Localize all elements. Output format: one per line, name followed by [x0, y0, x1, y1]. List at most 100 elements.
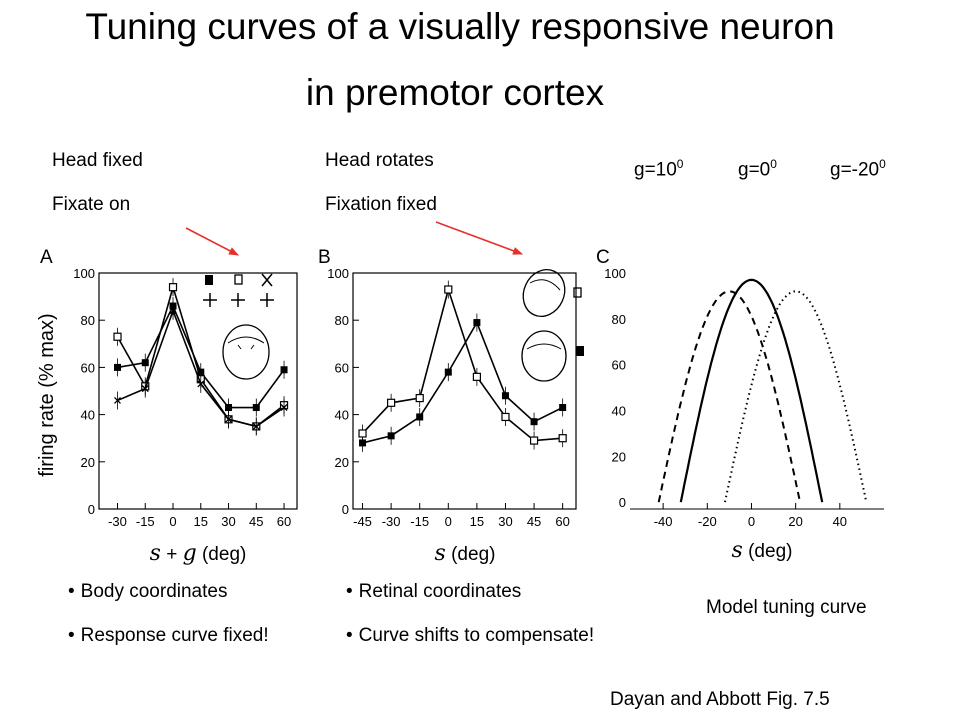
model-curve-dotted: [724, 290, 868, 503]
x-axis-label-part: s: [435, 541, 446, 566]
y-tick-label: 0: [619, 495, 626, 510]
y-tick-label: 80: [335, 313, 349, 328]
y-tick-label: 20: [81, 455, 95, 470]
x-tick-label: 0: [748, 514, 755, 529]
data-point-open-square: [113, 332, 122, 341]
y-tick-label: 100: [604, 266, 626, 281]
head-icon-b-tilted: [522, 269, 566, 317]
x-tick-label: 45: [249, 514, 263, 529]
data-point-cross: [252, 422, 260, 430]
data-point-filled-square: [416, 413, 424, 421]
y-tick-label: 40: [81, 408, 95, 423]
data-point-cross: [225, 415, 232, 423]
legend-b-filled-square: [576, 346, 584, 356]
y-tick-label: 20: [335, 455, 349, 470]
plot-frame: [352, 272, 577, 510]
plot-frame: [98, 272, 298, 510]
x-tick-label: -15: [410, 514, 429, 529]
x-tick-label: 45: [527, 514, 541, 529]
data-point-filled-square: [359, 439, 367, 447]
model-curve-solid: [679, 278, 824, 503]
panel-c-letter: C: [596, 247, 610, 268]
legend-b-open-square: [573, 287, 582, 298]
label-head-rotates: Head rotates: [325, 150, 434, 171]
head-icon-a: [222, 324, 270, 380]
x-axis-label: s (deg): [732, 538, 793, 563]
data-point-filled-square: [444, 368, 452, 376]
x-tick-label: 20: [788, 514, 802, 529]
x-tick-label: 30: [498, 514, 512, 529]
data-point-filled-square: [225, 404, 233, 412]
data-point-open-square: [472, 372, 481, 381]
x-axis-label-part: g: [183, 541, 197, 566]
bullet-response-fixed: Response curve fixed!: [68, 625, 269, 647]
x-axis-label: s + g (deg): [150, 541, 247, 566]
x-axis-label-part: +: [161, 544, 183, 565]
x-tick-label: 15: [470, 514, 484, 529]
model-caption: Model tuning curve: [706, 597, 867, 618]
x-tick-label: -40: [654, 514, 673, 529]
x-tick-label: 0: [169, 514, 176, 529]
citation: Dayan and Abbott Fig. 7.5: [610, 689, 830, 710]
y-tick-label: 100: [327, 266, 349, 281]
legend-b: [521, 269, 584, 382]
arrow-a-icon: [185, 227, 239, 256]
series-line-filled-square: [362, 320, 564, 444]
y-tick-label: 20: [612, 449, 626, 464]
y-tick-label: 40: [612, 403, 626, 418]
x-tick-label: 60: [555, 514, 569, 529]
y-tick-label: 80: [612, 312, 626, 327]
x-tick-label: 0: [445, 514, 452, 529]
y-tick-label: 100: [73, 266, 95, 281]
data-point-filled-square: [141, 359, 149, 367]
y-tick-label: 0: [88, 502, 95, 517]
arrow-b-icon: [435, 221, 523, 255]
x-axis-label: s (deg): [435, 541, 496, 566]
data-point-cross: [169, 307, 177, 315]
data-point-open-square: [501, 412, 510, 422]
panel-a-letter: A: [40, 247, 53, 268]
x-axis-label-part: s: [732, 538, 743, 563]
x-tick-label: 60: [277, 514, 291, 529]
y-tick-label: 40: [335, 408, 349, 423]
x-axis-label-part: (deg): [743, 541, 793, 562]
legend-a-filled-square: [205, 275, 213, 285]
y-axis-label: firing rate (% max): [36, 313, 58, 476]
title-line-1: Tuning curves of a visually responsive n…: [85, 6, 835, 47]
y-tick-label: 0: [342, 502, 349, 517]
bullet-body-coordinates: Body coordinates: [68, 581, 228, 603]
y-tick-label: 60: [335, 360, 349, 375]
data-point-filled-square: [473, 319, 481, 327]
x-tick-label: -30: [108, 514, 127, 529]
data-point-open-square: [444, 285, 453, 294]
x-axis-label-part: (deg): [197, 544, 247, 565]
label-head-fixed: Head fixed: [52, 150, 143, 171]
head-icon-b-upright: [521, 330, 567, 382]
data-point-open-square: [358, 429, 367, 438]
bullet-retinal-coordinates: Retinal coordinates: [346, 581, 522, 603]
x-tick-label: -20: [698, 514, 717, 529]
x-tick-label: 30: [221, 514, 235, 529]
data-point-open-square: [168, 283, 178, 292]
data-point-open-square: [529, 436, 539, 445]
data-point-open-square: [415, 393, 424, 403]
gaze-label-2: g=00: [738, 157, 777, 181]
legend-a-plus-icons: [203, 293, 274, 307]
x-tick-label: 40: [833, 514, 847, 529]
label-fixate-on: Fixate on: [52, 194, 131, 215]
legend-a-cross-icon: [261, 273, 273, 287]
y-tick-label: 60: [81, 360, 95, 375]
x-axis-label-part: (deg): [446, 544, 496, 565]
data-point-filled-square: [501, 392, 509, 400]
data-point-filled-square: [559, 404, 567, 412]
data-point-cross: [197, 380, 205, 388]
title-line-2: in premotor cortex: [305, 72, 605, 113]
bullet-curve-shifts: Curve shifts to compensate!: [346, 625, 595, 647]
panel-b-letter: B: [318, 247, 331, 268]
y-tick-label: 80: [81, 313, 95, 328]
data-point-open-square: [558, 434, 567, 443]
series-line-open-square: [361, 286, 563, 442]
